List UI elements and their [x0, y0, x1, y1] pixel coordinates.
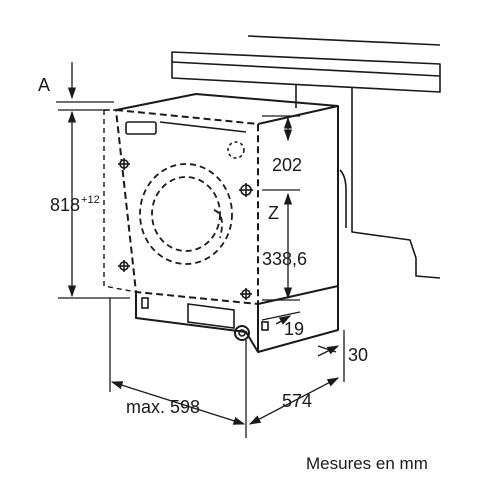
dim-depth-label: 574: [282, 391, 313, 411]
fixing-point-bottom-left: [118, 260, 130, 272]
fixing-point-bottom-right: [240, 288, 252, 300]
machine-body: [115, 93, 339, 353]
dimension-lines: [56, 62, 345, 438]
dim-19-label: 19: [284, 319, 305, 339]
dim-height-label: 818+12: [50, 194, 100, 215]
cabinet-niche: [171, 35, 441, 279]
plinth-details: [141, 297, 269, 341]
units-note: Mesures en mm: [306, 454, 428, 473]
dim-width-line: [110, 381, 246, 425]
dim-height-value: 818: [50, 195, 81, 215]
dim-depth-line: [248, 377, 340, 425]
dim-30-label: 30: [348, 345, 369, 365]
control-panel: [125, 121, 247, 159]
fixing-point-top-right: [239, 183, 253, 197]
dim-z-label: Z: [268, 203, 279, 223]
dim-width-label: max. 598: [126, 397, 201, 417]
dim-202-label: 202: [272, 155, 303, 175]
fixing-points: [118, 158, 253, 300]
dim-height-tolerance: +12: [81, 194, 100, 206]
door: [139, 163, 233, 265]
dim-338-label: 338,6: [262, 249, 308, 269]
dim-19-line: [275, 315, 292, 325]
fixing-point-top-left: [118, 158, 130, 170]
dim-a-label: A: [38, 75, 51, 95]
